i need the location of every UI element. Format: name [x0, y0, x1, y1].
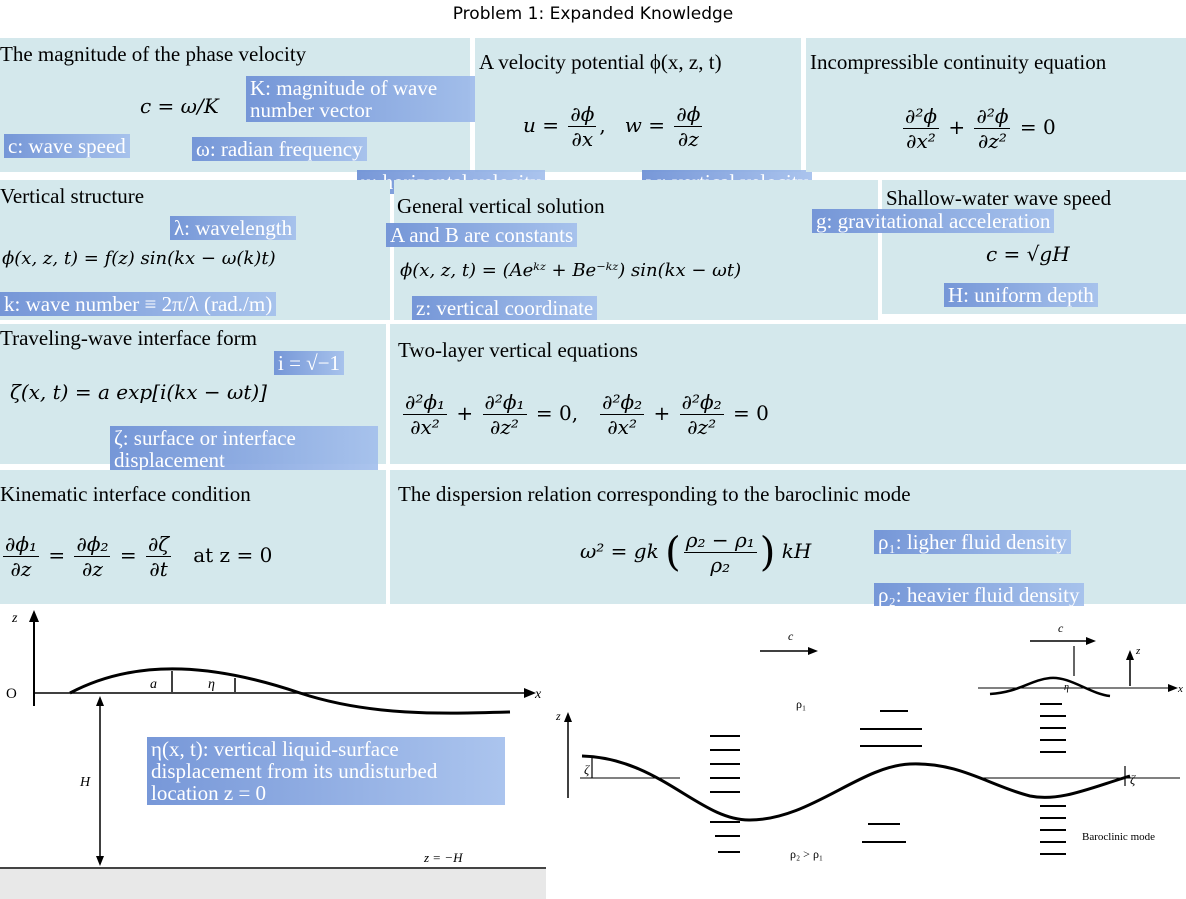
vertical-structure-equation: ϕ(x, z, t) = f(z) sin(kx − ω(k)t): [2, 248, 276, 269]
phase-velocity-heading: The magnitude of the phase velocity: [0, 42, 307, 66]
wave-number-magnitude-label: K: magnitude of wave number vector: [246, 76, 500, 122]
phase-speed-label-1: c: [788, 629, 794, 643]
inset-eta-label: η: [1064, 682, 1069, 693]
phase-velocity-equation: c = ω/K: [140, 94, 219, 118]
bottom-label: z = −H: [423, 850, 463, 865]
general-solution-heading: General vertical solution: [397, 194, 605, 218]
velocity-potential-cell: A velocity potential ϕ(x, z, t) u = ∂ϕ∂x…: [475, 38, 801, 172]
dispersion-heading: The dispersion relation corresponding to…: [398, 482, 911, 506]
imaginary-unit-label: i = √−1: [274, 351, 345, 375]
shallow-water-heading: Shallow-water wave speed: [886, 186, 1112, 210]
shallow-water-equation: c = √gH: [986, 242, 1070, 266]
two-layer-heading: Two-layer vertical equations: [398, 338, 638, 362]
amplitude-label: a: [150, 677, 157, 692]
heavier-density-label: ρ₂: heavier fluid density: [874, 583, 1084, 607]
interface-zeta-label-2: ζ: [1130, 772, 1136, 787]
uniform-depth-label: H: uniform depth: [944, 283, 1098, 307]
wavelength-label: λ: wavelength: [170, 216, 297, 240]
baroclinic-diagram: c c ρ₁ ρ₂ > ρ₁ ζ ζ z z x η Baroclinic mo…: [555, 621, 1183, 861]
vertical-coordinate-label: z: vertical coordinate: [412, 296, 598, 320]
origin-label: O: [6, 686, 17, 702]
phase-speed-label-2: c: [1058, 621, 1064, 635]
interface-displacement-label: ζ: surface or interface displacement: [110, 426, 378, 472]
velocity-equations: u = ∂ϕ∂x, w = ∂ϕ∂z: [523, 102, 703, 151]
gravitational-acceleration-label: g: gravitational acceleration: [812, 209, 1055, 233]
vertical-structure-heading: Vertical structure: [0, 184, 145, 208]
lower-density-label: ρ₂ > ρ₁: [790, 847, 823, 861]
constants-label: A and B are constants: [386, 223, 578, 247]
surface-displacement-label: η(x, t): vertical liquid-surface displac…: [147, 737, 505, 805]
continuity-equation: ∂²ϕ∂x² + ∂²ϕ∂z² = 0: [903, 104, 1056, 153]
upper-density-label: ρ₁: [796, 697, 806, 711]
baroclinic-z-axis-label: z: [555, 709, 561, 723]
surface-z-axis-label: z: [11, 611, 18, 626]
baroclinic-figure: c c ρ₁ ρ₂ > ρ₁ ζ ζ z z x η Baroclinic mo…: [550, 606, 1186, 899]
traveling-wave-equation: ζ(x, t) = a exp[i(kx − ωt)]: [10, 380, 267, 404]
eta-label: η: [208, 677, 215, 692]
wave-speed-label: c: wave speed: [4, 134, 130, 158]
inset-x-axis-label: x: [1177, 683, 1183, 695]
surface-wave-figure: z x O a η H z = −H η(x, t): vertical liq…: [0, 606, 546, 899]
kinematic-equation: ∂ϕ₁∂z = ∂ϕ₂∂z = ∂ζ∂t at z = 0: [3, 532, 273, 581]
general-solution-equation: ϕ(x, z, t) = (Aeᵏᶻ + Be⁻ᵏᶻ) sin(kx − ωt): [400, 260, 742, 281]
two-layer-equations: ∂²ϕ₁∂x² + ∂²ϕ₁∂z² = 0, ∂²ϕ₂∂x² + ∂²ϕ₂∂z²…: [403, 390, 769, 439]
two-layer-cell: Two-layer vertical equations ∂²ϕ₁∂x² + ∂…: [390, 324, 1186, 464]
kinematic-heading: Kinematic interface condition: [0, 482, 251, 506]
kinematic-cell: Kinematic interface condition ∂ϕ₁∂z = ∂ϕ…: [0, 470, 386, 604]
surface-wave-diagram: z x O a η H z = −H: [0, 610, 546, 899]
traveling-wave-heading: Traveling-wave interface form: [0, 326, 257, 350]
inset-z-axis-label: z: [1135, 645, 1141, 657]
surface-x-axis-label: x: [534, 687, 542, 702]
wave-number-label: k: wave number ≡ 2π/λ (rad./m): [0, 292, 277, 316]
velocity-potential-heading: A velocity potential ϕ(x, z, t): [479, 50, 722, 74]
interface-zeta-label: ζ: [584, 762, 590, 777]
continuity-cell: Incompressible continuity equation ∂²ϕ∂x…: [806, 38, 1186, 172]
lighter-density-label: ρ₁: ligher fluid density: [874, 530, 1071, 554]
continuity-heading: Incompressible continuity equation: [810, 50, 1107, 74]
depth-label: H: [79, 775, 91, 790]
page-title: Problem 1: Expanded Knowledge: [452, 4, 734, 24]
baroclinic-mode-caption: Baroclinic mode: [1082, 831, 1155, 843]
radian-frequency-label: ω: radian frequency: [192, 137, 367, 161]
